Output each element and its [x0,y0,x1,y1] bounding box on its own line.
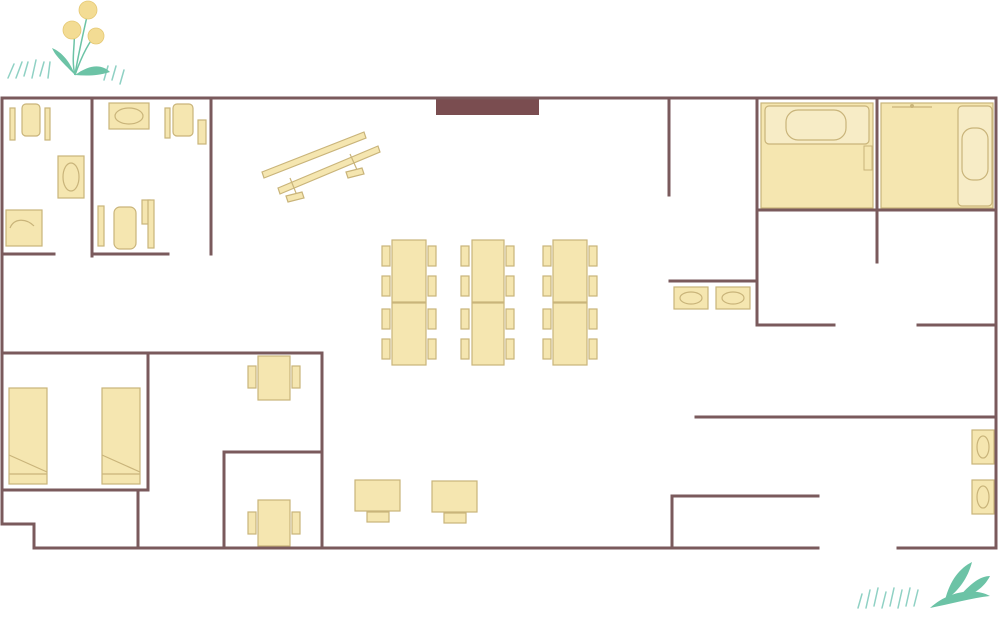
office [247,355,301,401]
dining-table [381,302,437,366]
dining-area [381,239,598,366]
dining-table [460,239,515,303]
toilet [21,103,41,137]
dining-table [542,302,598,366]
bedroom [8,387,141,485]
bed [8,387,48,485]
bed [101,387,141,485]
bathroom-1 [760,102,874,209]
desk [431,480,478,524]
consult-room [247,499,301,547]
table [247,355,301,401]
toilet [113,206,137,250]
sink [57,155,85,199]
bathtub [764,105,870,145]
grass-decoration [857,562,990,609]
restroom-right [97,102,207,250]
walls [0,96,998,550]
flower-decoration [7,0,125,85]
sink [108,102,150,130]
parallel-bars [261,131,381,203]
bathroom-2 [880,102,994,209]
desk [354,479,401,523]
dining-table [381,239,437,303]
bathtub [957,105,993,207]
sink [971,429,995,465]
dining-table [460,302,515,366]
sink [715,286,751,310]
sink [971,479,995,515]
window-block [436,98,539,115]
table [247,499,301,547]
toilet [172,103,194,137]
dining-table [542,239,598,303]
sink [673,286,709,310]
urinal [5,209,43,247]
corridor-sinks [673,286,995,515]
restroom-left [5,103,85,247]
desks [354,479,478,524]
